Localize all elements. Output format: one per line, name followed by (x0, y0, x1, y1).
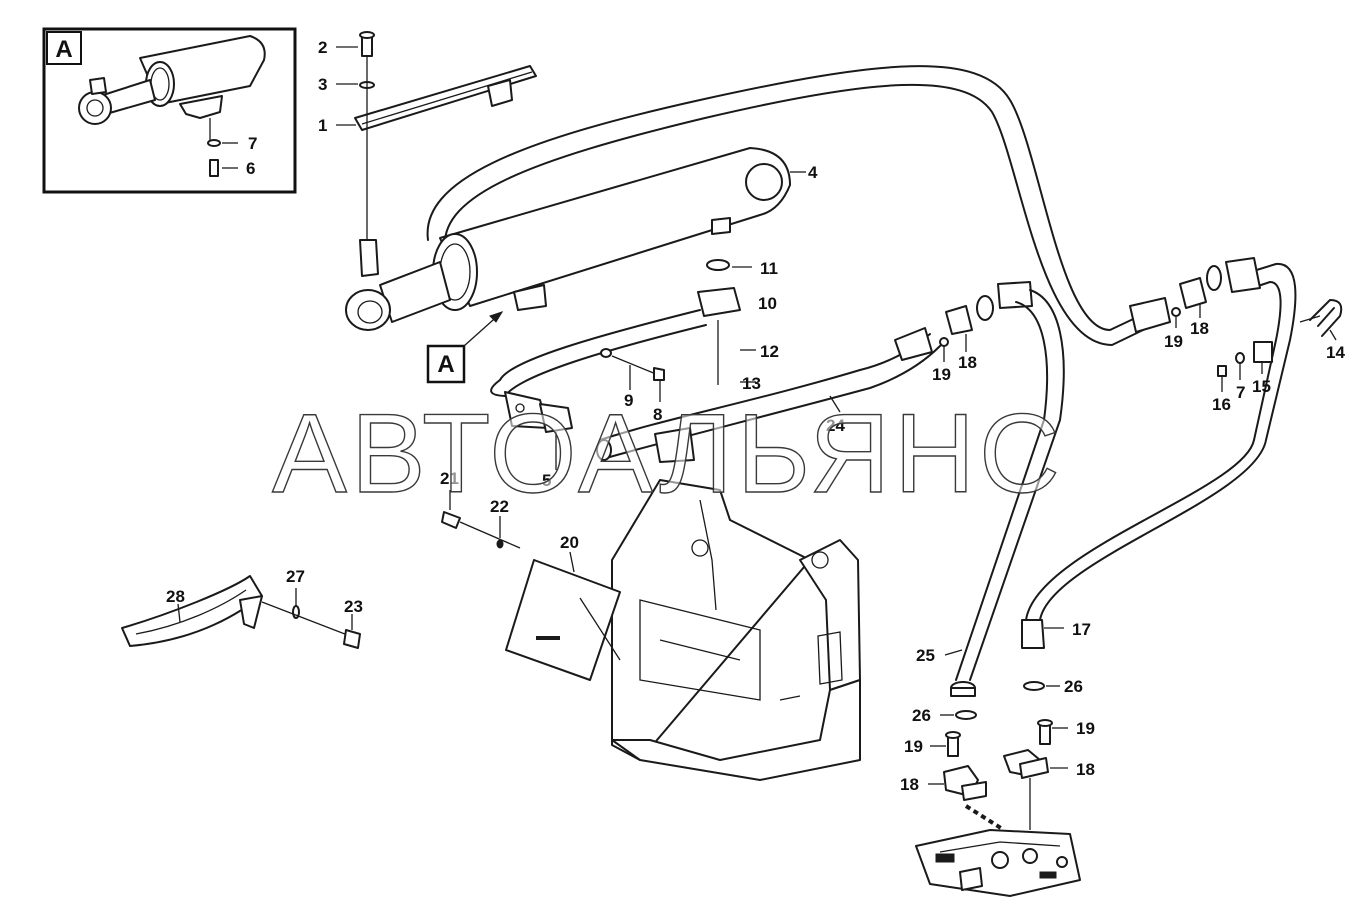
callout-7-detail: 7 (248, 134, 257, 153)
callout-9: 9 (624, 391, 633, 410)
callout-18-lowright: 18 (1076, 760, 1095, 779)
callout-23: 23 (344, 597, 363, 616)
right-fittings: 19 18 (1164, 277, 1209, 351)
callout-22: 22 (490, 497, 509, 516)
bolt-21-washer-22: 21 22 (440, 469, 521, 549)
callout-11: 11 (760, 259, 778, 278)
callout-2: 2 (318, 38, 327, 57)
callout-6-detail: 6 (246, 159, 255, 178)
bracket-28: 27 23 28 (121, 567, 363, 649)
callout-18-lowleft: 18 (900, 775, 919, 794)
control-valve (915, 829, 1081, 897)
lower-pipe-assembly: 11 10 12 13 9 8 5 (490, 259, 779, 490)
callout-24: 24 (826, 416, 845, 435)
watermark: АВТОАЛЬЯНС (272, 391, 1064, 516)
callout-18-right: 18 (1190, 319, 1209, 338)
callout-19-lowleft: 19 (904, 737, 923, 756)
loader-frame (611, 479, 861, 781)
bracket-assembly: 2 3 1 (318, 31, 537, 270)
section-marker-letter: A (437, 351, 454, 378)
callout-1: 1 (318, 116, 327, 135)
callout-14: 14 (1326, 343, 1345, 362)
lower-fittings: 26 26 19 18 19 18 (900, 677, 1095, 832)
callout-12: 12 (760, 342, 779, 361)
callout-28: 28 (166, 587, 185, 606)
callout-3: 3 (318, 75, 327, 94)
callout-20: 20 (560, 533, 579, 552)
detail-view-a: A 7 6 (42, 27, 297, 194)
callout-16: 16 (1212, 395, 1231, 414)
u-bolt-assembly: 14 16 7 15 (1212, 299, 1345, 414)
callout-4: 4 (808, 163, 818, 182)
callout-19-right: 19 (1164, 332, 1183, 351)
callout-18-center: 18 (958, 353, 977, 372)
callout-8: 8 (653, 405, 662, 424)
center-fittings: 19 18 (932, 281, 1033, 384)
callout-19-center: 19 (932, 365, 951, 384)
callout-15: 15 (1252, 377, 1271, 396)
callout-21: 21 (440, 469, 459, 488)
decal-plate-20: 20 (505, 533, 621, 681)
lift-cylinder: 4 (345, 147, 818, 331)
callout-7-right: 7 (1236, 383, 1245, 402)
callout-10: 10 (758, 294, 777, 313)
callout-26-right: 26 (1064, 677, 1083, 696)
callout-19-lowright: 19 (1076, 719, 1095, 738)
callout-26-left: 26 (912, 706, 931, 725)
pipe-17: 17 (1021, 257, 1297, 649)
callout-17: 17 (1072, 620, 1091, 639)
callout-25: 25 (916, 646, 935, 665)
section-marker-a: A (426, 311, 504, 384)
detail-view-letter: A (55, 36, 72, 63)
hose-24: 24 (596, 327, 941, 463)
callout-13: 13 (742, 374, 761, 393)
callout-27: 27 (286, 567, 305, 586)
upper-hose (426, 65, 1171, 346)
pipe-25: 25 (916, 289, 1065, 697)
callout-5: 5 (542, 471, 551, 490)
